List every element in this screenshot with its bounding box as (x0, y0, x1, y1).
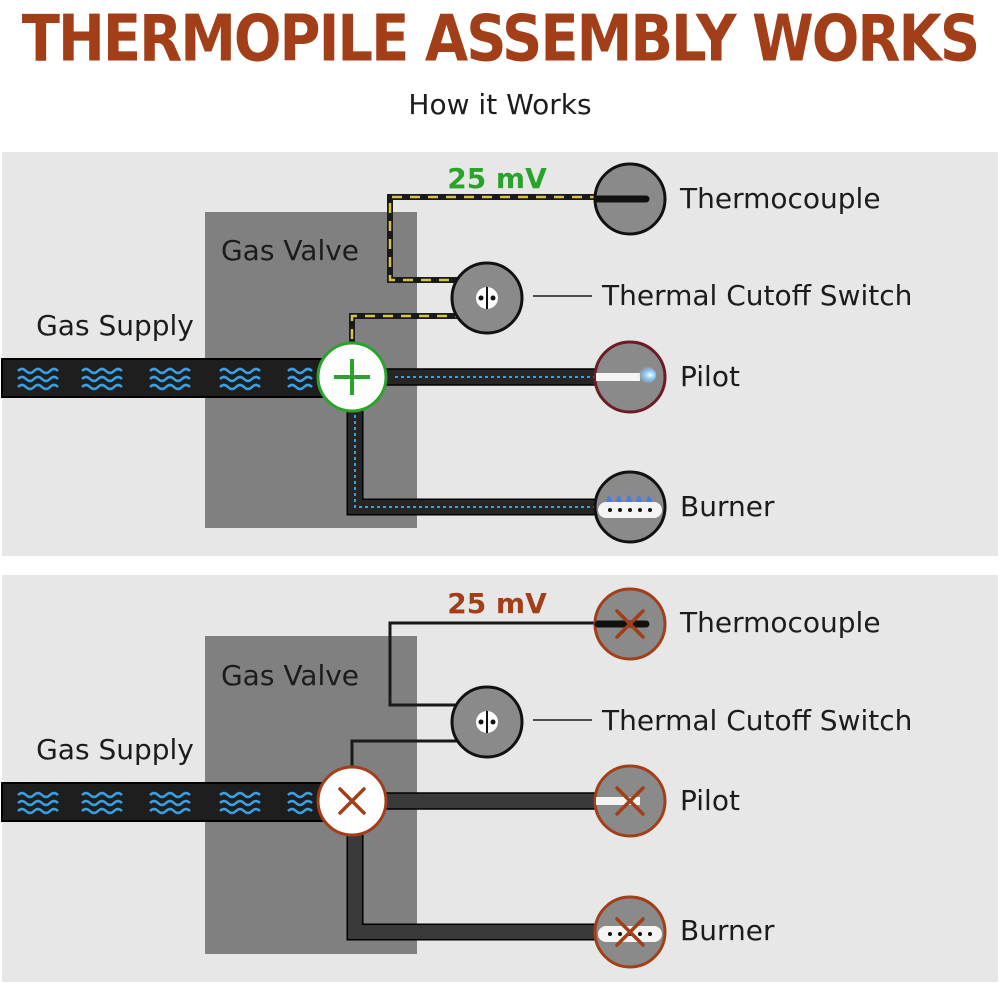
gas-valve-label: Gas Valve (221, 659, 359, 692)
cross-icon (338, 787, 366, 815)
gas-supply-label: Gas Supply (36, 733, 194, 766)
page-subtitle: How it Works (408, 88, 592, 121)
thermocouple-icon (593, 162, 667, 236)
gas-supply-pipe (1, 782, 333, 822)
flame-icon (632, 366, 656, 384)
burner-pipe (346, 834, 600, 941)
plus-icon (334, 359, 370, 395)
burner-label: Burner (680, 914, 775, 947)
switch-label: Thermal Cutoff Switch (601, 279, 912, 312)
burner-label: Burner (680, 490, 775, 523)
gas-supply-pipe (1, 358, 333, 398)
thermocouple-label: Thermocouple (679, 182, 881, 215)
flame-icon (606, 495, 652, 502)
page-title: THERMOPILE ASSEMBLY WORKS (21, 2, 980, 77)
pilot-label: Pilot (680, 360, 740, 393)
voltage-label: 25 mV (447, 162, 547, 195)
pilot-label: Pilot (680, 784, 740, 817)
thermocouple-label: Thermocouple (679, 606, 881, 639)
cross-icon (615, 917, 645, 947)
burner-icon (593, 470, 667, 544)
panel-background (2, 152, 998, 556)
panel-failed: Gas Valve Gas Supply 25 mV (1, 575, 998, 982)
cross-icon (615, 786, 645, 816)
switch-label: Thermal Cutoff Switch (601, 704, 912, 737)
burner-pipe (346, 410, 600, 516)
burner-icon (593, 895, 667, 969)
thermocouple-icon (593, 587, 667, 661)
pilot-icon (593, 764, 667, 838)
panel-working: Gas Valve Gas Supply 25 mV (1, 152, 998, 556)
panel-background (2, 575, 998, 982)
voltage-label: 25 mV (447, 587, 547, 620)
gas-supply-label: Gas Supply (36, 309, 194, 342)
gas-valve-label: Gas Valve (221, 234, 359, 267)
valve-open (316, 341, 388, 413)
switch-icon (450, 685, 524, 759)
cross-icon (615, 609, 645, 639)
valve-closed (316, 765, 388, 837)
pilot-pipe (384, 792, 601, 810)
pilot-icon (593, 340, 667, 414)
switch-icon (450, 261, 524, 335)
pilot-pipe (384, 368, 601, 386)
